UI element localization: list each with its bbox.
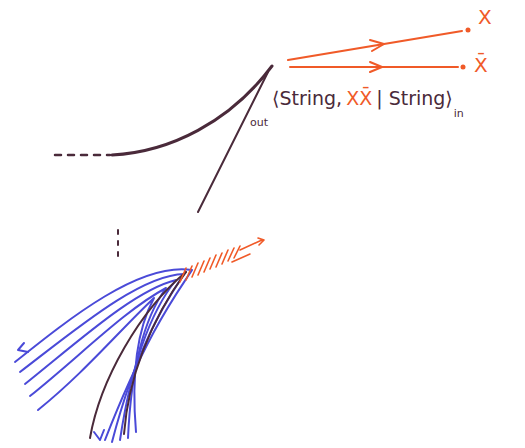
- flow-lines: [15, 269, 192, 442]
- arrowhead: [370, 40, 384, 51]
- subscript: out: [250, 117, 268, 129]
- bracket-stroke: [198, 72, 268, 212]
- particle-dot: [466, 28, 471, 33]
- ellipsis-dashes: [117, 230, 119, 260]
- particle-line: [288, 31, 462, 60]
- arrowhead: [370, 62, 382, 72]
- string-legs: [90, 272, 186, 438]
- amplitude-text: | String⟩: [376, 88, 453, 109]
- amplitude-text: XX̄: [346, 88, 372, 109]
- particle-label: X: [478, 6, 492, 28]
- particle-dot: [461, 65, 466, 70]
- amplitude-text: ⟨String,: [272, 88, 342, 109]
- particle-line: [290, 66, 458, 68]
- particle-label: X̄: [474, 54, 488, 76]
- subscript: in: [454, 108, 464, 120]
- string-dashed: [55, 154, 110, 157]
- hatched-end: [180, 238, 264, 282]
